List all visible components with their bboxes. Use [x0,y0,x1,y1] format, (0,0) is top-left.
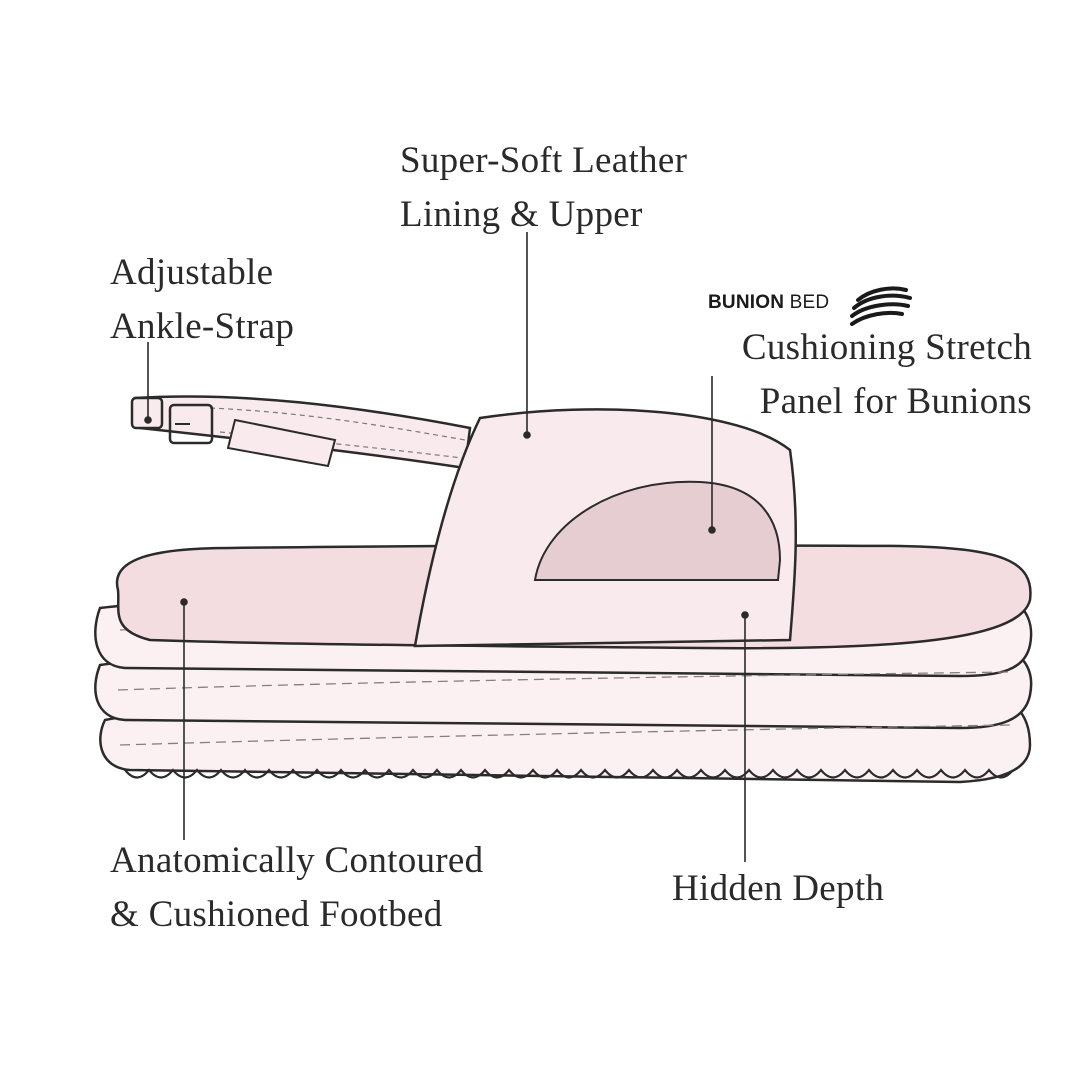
strap-callout-line2: Ankle-Strap [110,306,295,347]
bunion-panel-callout: Cushioning Stretch Panel for Bunions [696,321,1032,429]
bunion-callout-line1: Cushioning Stretch [741,327,1032,368]
braid-texture-2 [117,671,1011,691]
hidden-depth-callout: Hidden Depth [672,862,884,916]
striped-wave-logo-icon [850,286,912,326]
strap-callout-line1: Adjustable [110,252,274,293]
footbed-callout-line1: Anatomically Contoured [110,840,484,881]
leather-callout-line1: Super-Soft Leather [400,140,688,181]
leader-lines [144,232,749,862]
strap-tip [130,396,164,430]
outsole-tread [124,768,1014,779]
ankle-strap-callout: Adjustable Ankle-Strap [110,246,294,354]
braid-texture-3 [119,724,1011,746]
footbed-callout: Anatomically Contoured & Cushioned Footb… [110,834,483,942]
bunion-panel [533,480,782,581]
leather-upper-callout: Super-Soft Leather Lining & Upper [400,134,687,242]
leather-callout-line2: Lining & Upper [400,194,643,235]
footbed-callout-line2: & Cushioned Footbed [110,894,443,935]
buckle-icon [168,403,214,445]
strap-keeper [226,418,337,468]
bunion-callout-line2: Panel for Bunions [759,381,1032,422]
brand-light-text: BED [789,292,830,313]
strap-stitching [209,407,466,441]
depth-callout-line1: Hidden Depth [672,868,885,909]
bunion-bed-brand: BUNION BED [708,292,829,314]
brand-bold-text: BUNION [708,292,785,313]
